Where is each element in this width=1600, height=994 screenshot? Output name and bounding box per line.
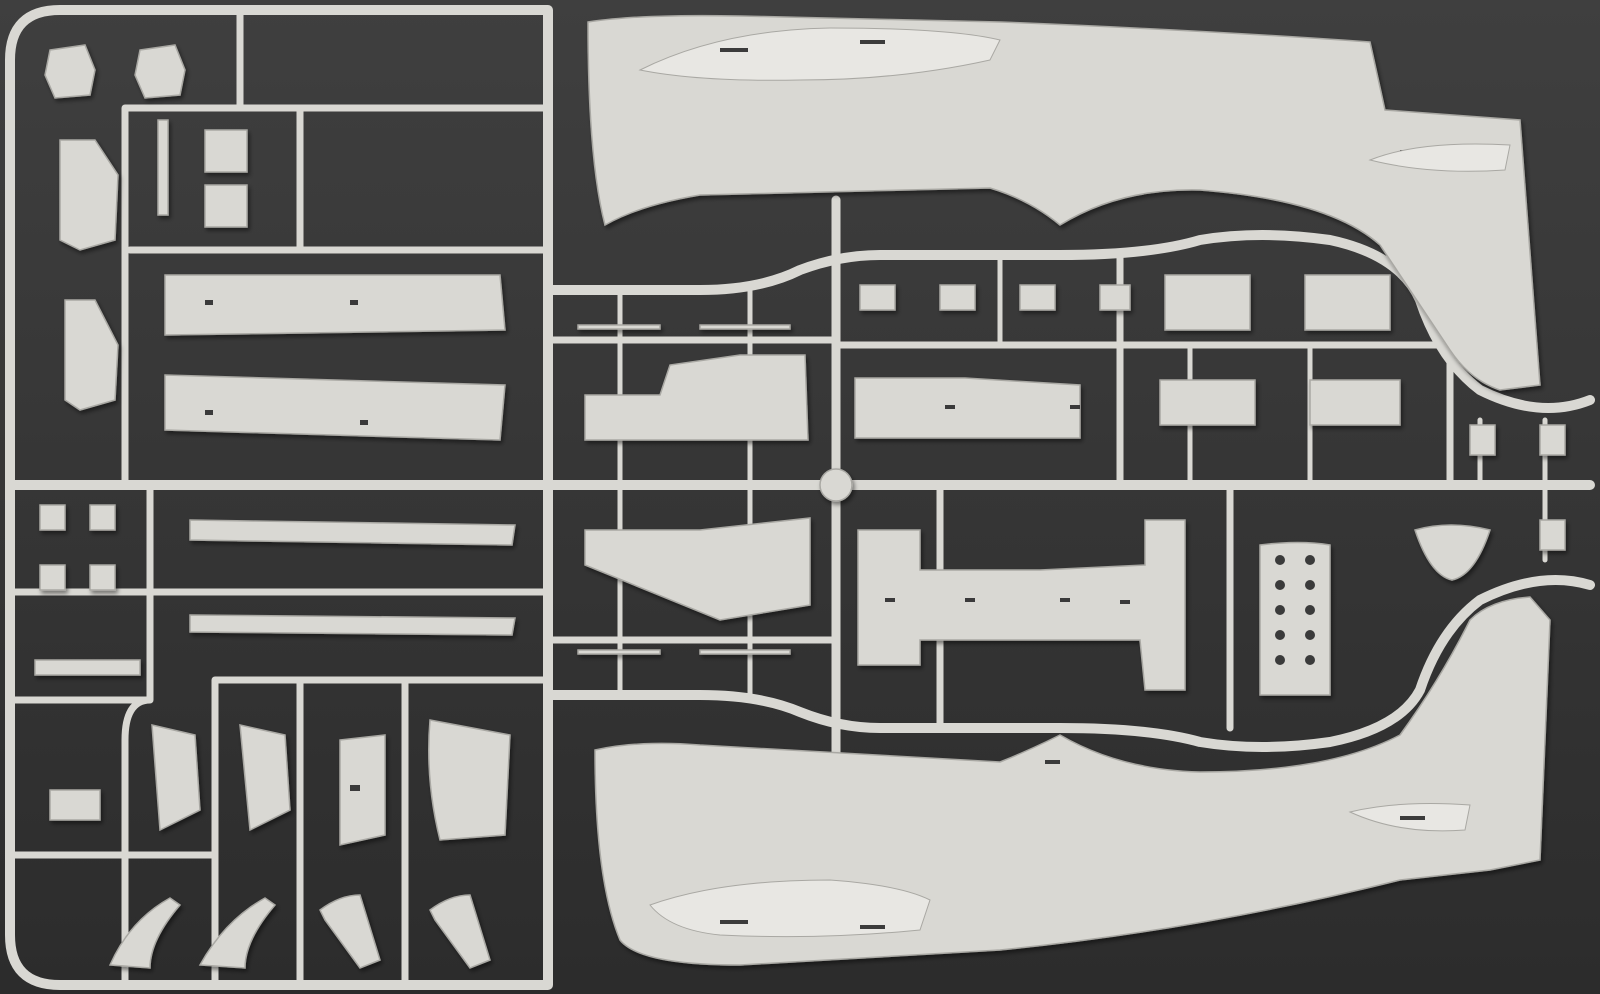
- block-1: [204, 129, 248, 173]
- center-parts: [577, 274, 1566, 696]
- landing-strut-1: [39, 504, 116, 531]
- control-stick: [34, 659, 141, 676]
- exhaust-4: [429, 894, 491, 969]
- rod-1: [157, 119, 169, 216]
- fuselage-half-upper: [587, 14, 1541, 391]
- spar-2: [189, 614, 516, 636]
- rod-2: [577, 324, 791, 655]
- instrument-panel-2: [64, 299, 119, 411]
- gear-door-1: [339, 734, 386, 846]
- runner-upper-curve: [543, 230, 1595, 413]
- wing-spar-bay: [857, 519, 1186, 691]
- instrument-panel-1: [59, 139, 119, 251]
- cowling-panel: [428, 719, 511, 841]
- gear-well-1: [151, 724, 201, 832]
- fuselage-half-lower: [594, 596, 1551, 966]
- cockpit-floor-1: [164, 274, 506, 336]
- runner-lower-curve: [543, 575, 1595, 752]
- radio-box: [49, 789, 101, 821]
- scoop: [1414, 524, 1491, 581]
- small-part-b: [1469, 424, 1566, 551]
- tail-surface-2: [584, 517, 811, 621]
- landing-strut-2: [39, 564, 116, 591]
- tail-surface-1: [584, 354, 809, 441]
- exhaust-1: [108, 897, 182, 969]
- small-part-a: [859, 284, 1131, 311]
- bracket-4: [1309, 379, 1401, 426]
- gear-well-2: [239, 724, 291, 832]
- radiator-holes: [1275, 555, 1315, 665]
- bracket-2: [1304, 274, 1391, 331]
- exhaust-2: [198, 897, 277, 969]
- bracket-3: [1159, 379, 1256, 426]
- floor-panel: [854, 377, 1081, 439]
- block-2: [204, 184, 248, 228]
- sprue-frame-outer: [5, 5, 553, 990]
- runner-left-inner-1: [121, 11, 552, 489]
- seat-left-a: [44, 44, 96, 99]
- left-parts: [34, 44, 516, 969]
- slot-details: [205, 300, 1130, 791]
- radiator-block: [1259, 541, 1331, 696]
- runner-left-inner-2: [6, 481, 552, 989]
- exhaust-3: [319, 894, 381, 969]
- sprue-hub: [819, 468, 853, 502]
- cockpit-floor-2: [164, 374, 506, 441]
- bracket-1: [1164, 274, 1251, 331]
- spar-1: [189, 519, 516, 546]
- seat-left-b: [134, 44, 186, 99]
